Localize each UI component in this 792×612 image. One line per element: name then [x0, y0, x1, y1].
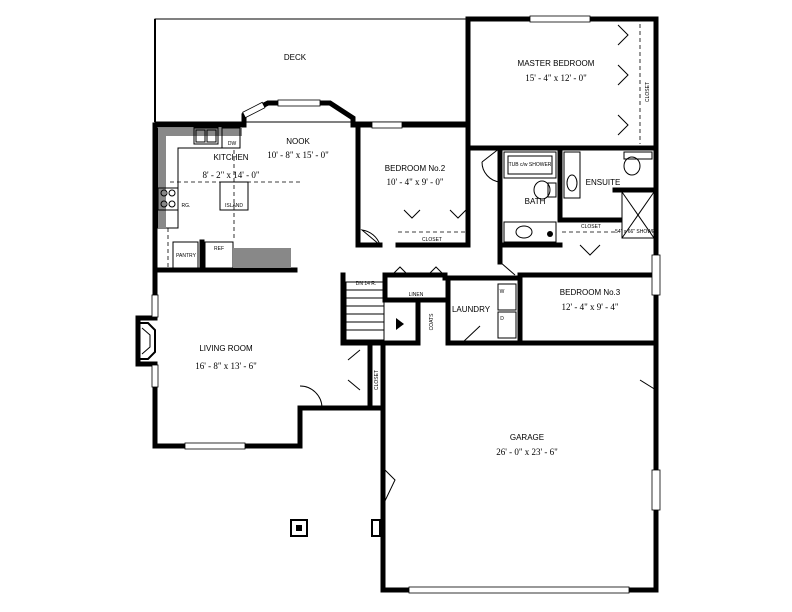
stairs — [345, 281, 404, 341]
master-bedroom-size: 15' - 4" x 12' - 0" — [525, 73, 587, 83]
bedroom3-size: 12' - 4" x 9' - 4" — [561, 302, 618, 312]
garage-size: 26' - 0" x 23' - 6" — [496, 447, 558, 457]
laundry-appliances — [497, 283, 517, 339]
tub-shower-label: TUB c/w SHOWER — [509, 162, 552, 168]
kitchen-label: KITCHEN — [213, 153, 248, 162]
linen-label: LINEN — [409, 292, 424, 298]
fireplace — [137, 322, 156, 360]
washer-label: W — [500, 289, 505, 295]
deck — [154, 18, 469, 123]
dw-label: DW — [228, 141, 237, 147]
shower-label: 54" x 66" SHOWER — [615, 229, 659, 235]
living-room-size: 16' - 8" x 13' - 6" — [195, 361, 257, 371]
post-marker — [290, 519, 381, 537]
dryer-label: D — [500, 316, 504, 322]
bathroom-fixtures — [398, 24, 655, 243]
stair-label: DN 14 R. — [356, 281, 377, 287]
bedroom2-label: BEDROOM No.2 — [385, 164, 446, 173]
doors — [299, 24, 657, 506]
nook-label: NOOK — [286, 137, 310, 146]
bath-label: BATH — [525, 197, 546, 206]
bedroom2-size: 10' - 4" x 9' - 0" — [386, 177, 443, 187]
laundry-label: LAUNDRY — [452, 305, 491, 314]
master-closet-label: CLOSET — [645, 82, 651, 102]
ensuite-label: ENSUITE — [586, 178, 621, 187]
bedroom3-label: BEDROOM No.3 — [560, 288, 621, 297]
range-label: RG. — [182, 203, 191, 209]
ensuite-closet-label: CLOSET — [581, 224, 601, 230]
room-labels: DECK MASTER BEDROOM 15' - 4" x 12' - 0" … — [195, 53, 621, 457]
kitchen-fixtures — [157, 127, 300, 273]
island-label: ISLAND — [225, 203, 243, 209]
living-room-label: LIVING ROOM — [199, 344, 253, 353]
coats-label: COATS — [429, 313, 435, 331]
garage-label: GARAGE — [510, 433, 544, 442]
deck-label: DECK — [284, 53, 307, 62]
kitchen-size: 8' - 2" x 14' - 0" — [202, 170, 259, 180]
hall-closet-label: CLOSET — [374, 370, 380, 390]
bedroom2-closet-label: CLOSET — [422, 237, 442, 243]
fixture-labels: ISLAND DW RG. REF PANTRY CLOSET CLOSET C… — [176, 82, 659, 390]
ref-label: REF — [214, 246, 224, 252]
pantry-label: PANTRY — [176, 253, 196, 259]
nook-size: 10' - 8" x 15' - 0" — [267, 150, 329, 160]
master-bedroom-label: MASTER BEDROOM — [518, 59, 595, 68]
windows — [151, 15, 661, 594]
